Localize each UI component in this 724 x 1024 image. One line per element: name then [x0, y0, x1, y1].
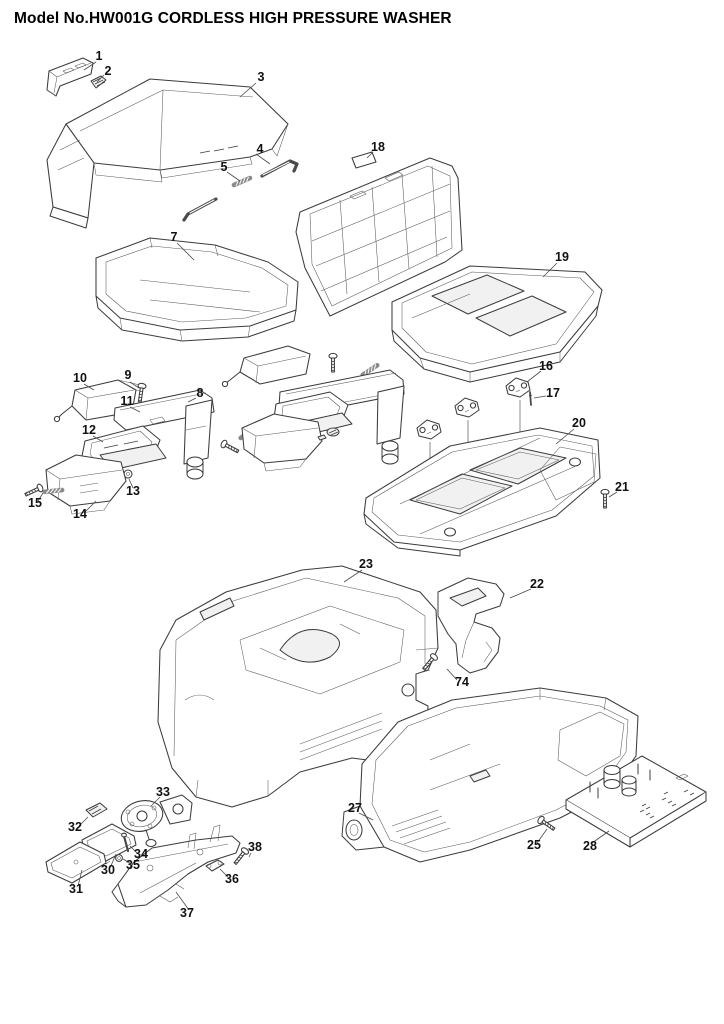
screw-near-11 [219, 438, 241, 456]
part-28-drawing [565, 755, 707, 848]
callout-36: 36 [225, 872, 239, 886]
callout-7: 7 [171, 230, 178, 244]
callout-22: 22 [530, 577, 544, 591]
part-31-drawing [45, 841, 107, 884]
callout-25: 25 [527, 838, 541, 852]
callout-16: 16 [539, 359, 553, 373]
callout-2: 2 [105, 64, 112, 78]
callout-11: 11 [120, 394, 133, 408]
part-9-drawing [135, 382, 147, 403]
callout-17: 17 [546, 386, 560, 400]
callout-35: 35 [126, 858, 140, 872]
callout-19: 19 [555, 250, 569, 264]
callout-labels: 1 2 3 4 5 7 18 19 16 17 20 21 10 9 8 11 … [28, 49, 629, 920]
callout-30: 30 [101, 863, 115, 877]
part-14-drawing [45, 454, 127, 515]
part-36-drawing [205, 859, 225, 872]
callout-10: 10 [73, 371, 87, 385]
part-32-drawing [85, 802, 108, 818]
part-37-drawing [111, 824, 241, 908]
callout-9: 9 [125, 368, 132, 382]
subassembly-duplicate [221, 345, 405, 472]
part-19-drawing [391, 265, 603, 383]
callout-14: 14 [73, 507, 87, 521]
callout-8: 8 [197, 386, 204, 400]
callout-33: 33 [156, 785, 170, 799]
callout-12: 12 [82, 423, 96, 437]
part-22-drawing [437, 577, 505, 674]
part-20-drawing [363, 427, 601, 557]
leader-lines [37, 61, 618, 911]
callout-3: 3 [258, 70, 265, 84]
callout-34: 34 [134, 847, 148, 861]
part-33-drawing [120, 794, 193, 848]
callout-28: 28 [583, 839, 597, 853]
part-2-drawing [90, 75, 107, 89]
callout-1: 1 [96, 49, 103, 63]
part-16-drawing [505, 377, 531, 398]
callout-4: 4 [257, 142, 264, 156]
latch-unnumbered-b [416, 419, 442, 440]
callout-38: 38 [248, 840, 262, 854]
callout-13: 13 [126, 484, 140, 498]
part-34-drawing [121, 832, 130, 853]
callout-27: 27 [348, 801, 362, 815]
part-4-drawing [182, 159, 299, 222]
callout-21: 21 [615, 480, 629, 494]
page-title: Model No.HW001G CORDLESS HIGH PRESSURE W… [14, 10, 452, 27]
callout-37: 37 [180, 906, 194, 920]
part-35-drawing [115, 854, 123, 862]
part-1-drawing [46, 57, 94, 97]
callout-23: 23 [359, 557, 373, 571]
callout-15: 15 [28, 496, 42, 510]
part-13-drawing [123, 469, 133, 479]
latch-unnumbered-a [454, 397, 480, 418]
part-21-drawing [600, 488, 610, 509]
callout-31: 31 [69, 882, 83, 896]
callout-74: 74 [455, 675, 469, 689]
part-7-drawing [95, 157, 463, 342]
part-23-drawing [157, 565, 439, 808]
part-17-drawing [528, 391, 533, 406]
part-11-drawing [113, 389, 215, 480]
callout-20: 20 [572, 416, 586, 430]
part-3-drawing [46, 78, 289, 229]
callout-32: 32 [68, 820, 82, 834]
callout-18: 18 [371, 140, 385, 154]
callout-5: 5 [221, 160, 228, 174]
part-18-drawing [351, 151, 377, 169]
